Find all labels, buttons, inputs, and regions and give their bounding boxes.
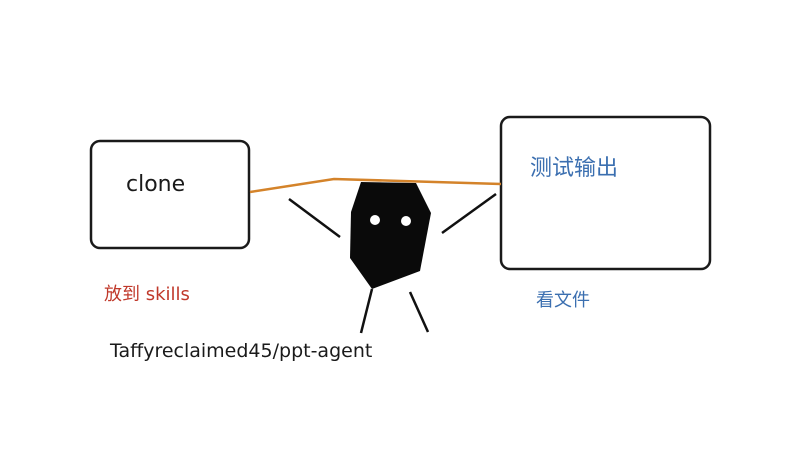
figure-left-eye: [370, 215, 380, 225]
figure-right-leg: [408, 291, 430, 333]
clone-box: [89, 139, 251, 250]
figure-body: [350, 182, 431, 289]
figure-right-arm: [441, 192, 497, 235]
repo-annotation: Taffyreclaimed45/ppt-agent: [110, 340, 373, 362]
output-box: [499, 115, 712, 271]
clone-box-label: clone: [126, 172, 186, 197]
figure-left-leg: [359, 288, 374, 334]
skills-annotation: 放到 skills: [104, 284, 190, 305]
stick-figure: [288, 182, 497, 334]
figure-right-eye: [401, 216, 411, 226]
view-files-annotation: 看文件: [536, 290, 590, 311]
figure-left-arm: [288, 197, 341, 239]
output-box-label: 测试输出: [530, 156, 619, 181]
connector-line: [249, 177, 502, 194]
